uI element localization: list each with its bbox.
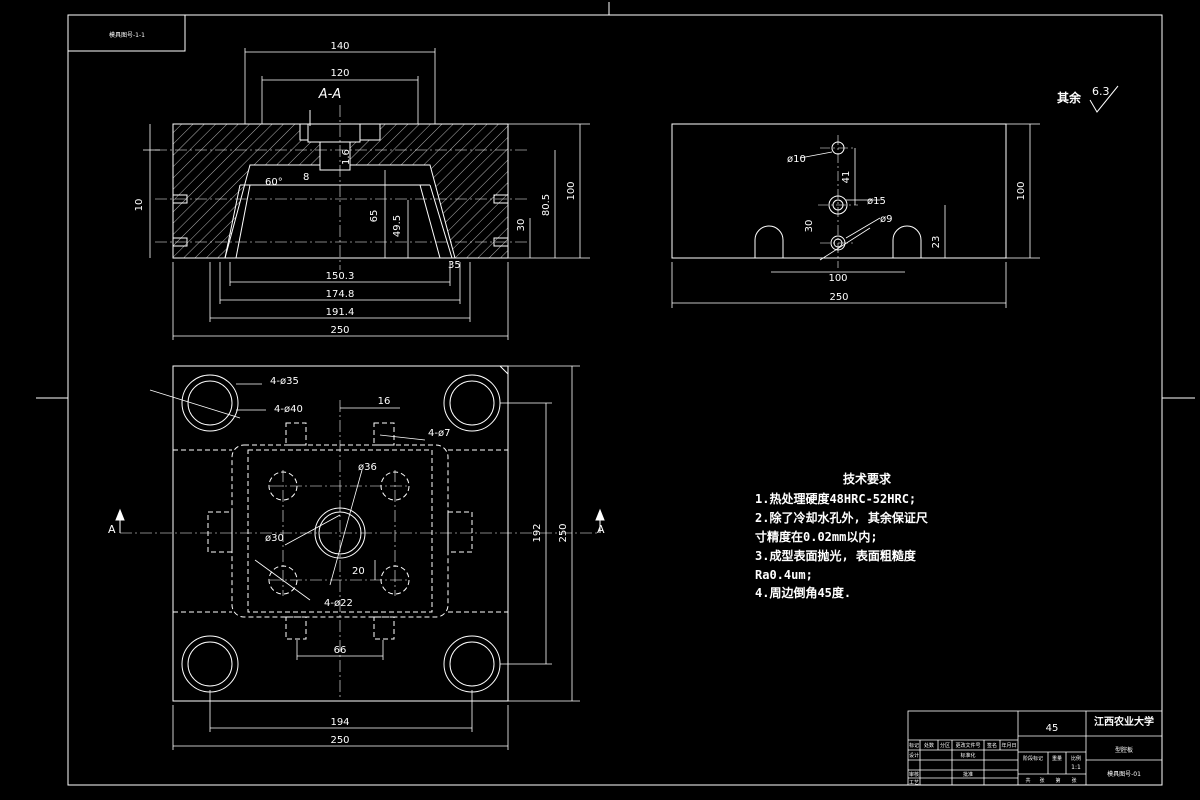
tb-stage: 阶段标记 (1023, 755, 1043, 762)
dim-150-3: 150.3 (326, 271, 355, 282)
drawing-number: 模具图号-01 (1107, 770, 1141, 778)
tb-sheet-3: 第 (1055, 777, 1060, 784)
dim-250-plan-height: 250 (558, 523, 569, 542)
technical-requirements: 技术要求 1.热处理硬度48HRC-52HRC; 2.除了冷却水孔外, 其余保证… (755, 471, 928, 600)
section-view: 140 120 150.3 174.8 191.4 250 10 65 49.5… (134, 41, 590, 340)
dim-4-phi7: 4-ø7 (428, 428, 450, 439)
tb-sheet-2: 张 (1039, 777, 1044, 784)
dim-65: 65 (369, 210, 380, 223)
requirement-line-2: 2.除了冷却水孔外, 其余保证尺 (755, 510, 928, 525)
dim-194: 194 (330, 717, 349, 728)
dim-30-side: 30 (804, 220, 815, 233)
dim-angle: 60° (265, 177, 283, 188)
requirements-title: 技术要求 (843, 471, 892, 486)
finish-value: 6.3 (1092, 85, 1110, 98)
small-title: 模具图号-1-1 (109, 31, 145, 39)
tb-approve: 批准 (963, 771, 973, 778)
tb-cell-5: 签名 (987, 742, 997, 749)
requirement-line-5: Ra0.4um; (755, 568, 813, 582)
dim-phi9: ø9 (880, 214, 892, 225)
requirement-line-1: 1.热处理硬度48HRC-52HRC; (755, 491, 916, 506)
tb-scale-label: 比例 (1071, 755, 1081, 762)
tb-sheet-1: 共 (1025, 777, 1030, 784)
dim-66: 66 (334, 645, 347, 656)
sheet-border (36, 2, 1195, 786)
dim-120: 120 (330, 68, 349, 79)
roughness-icon (1089, 85, 1119, 113)
tb-weight: 重量 (1052, 755, 1062, 762)
tb-cell-2: 处数 (924, 742, 934, 749)
roughness-35: 35 (448, 260, 461, 271)
tb-cell-4: 更改文件号 (955, 742, 980, 749)
dim-250-side: 250 (829, 292, 848, 303)
tb-designer: 设计 (909, 752, 919, 759)
dim-20: 20 (352, 566, 365, 577)
dim-140: 140 (330, 41, 349, 52)
roughness-1-6: 1.6 (341, 149, 352, 165)
dim-100: 100 (566, 181, 577, 200)
side-view (671, 123, 1040, 308)
school-name: 江西农业大学 (1094, 715, 1154, 728)
dim-phi36: ø36 (358, 462, 377, 473)
dim-8: 8 (303, 172, 309, 183)
requirement-line-4: 3.成型表面抛光, 表面粗糙度 (755, 548, 917, 563)
dim-10: 10 (134, 199, 145, 212)
dim-191-4: 191.4 (326, 307, 355, 318)
tb-sheet-4: 张 (1071, 777, 1076, 784)
section-marker-left: A (108, 523, 116, 536)
dim-4-phi35: 4-ø35 (270, 376, 299, 387)
dim-16: 16 (378, 396, 391, 407)
dim-4-phi22: 4-ø22 (324, 598, 353, 609)
section-label: A-A (318, 87, 341, 102)
material: 45 (1046, 723, 1059, 734)
dim-4-phi40: 4-ø40 (274, 404, 303, 415)
dim-100-side: 100 (828, 273, 847, 284)
dim-49-5: 49.5 (392, 215, 403, 237)
dim-23: 23 (931, 236, 942, 249)
dim-80-5: 80.5 (541, 194, 552, 216)
dim-250: 250 (330, 325, 349, 336)
requirement-line-6: 4.周边倒角45度. (755, 585, 851, 600)
dim-174-8: 174.8 (326, 289, 355, 300)
section-marker-right: A (597, 523, 605, 536)
tb-cell-1: 标记 (909, 742, 919, 749)
tb-review: 审核 (909, 771, 919, 778)
tb-standard: 标准化 (960, 752, 975, 759)
scale: 1:1 (1071, 764, 1081, 771)
dim-phi15: ø15 (867, 196, 886, 207)
finish-label: 其余 (1057, 90, 1082, 105)
dim-192: 192 (532, 523, 543, 542)
part-name: 型腔板 (1115, 746, 1133, 754)
tb-cell-3: 分区 (940, 742, 950, 749)
dim-100-height: 100 (1016, 181, 1027, 200)
tb-cell-6: 年月日 (1001, 742, 1016, 749)
requirement-line-3: 寸精度在0.02mm以内; (755, 529, 878, 544)
dim-250-plan: 250 (330, 735, 349, 746)
dim-41: 41 (841, 171, 852, 184)
plan-view (115, 365, 605, 750)
tb-process: 工艺 (909, 780, 919, 786)
dim-30: 30 (516, 219, 527, 232)
dim-phi30: ø30 (265, 533, 284, 544)
title-block (907, 710, 1163, 786)
dim-phi10: ø10 (787, 154, 806, 165)
